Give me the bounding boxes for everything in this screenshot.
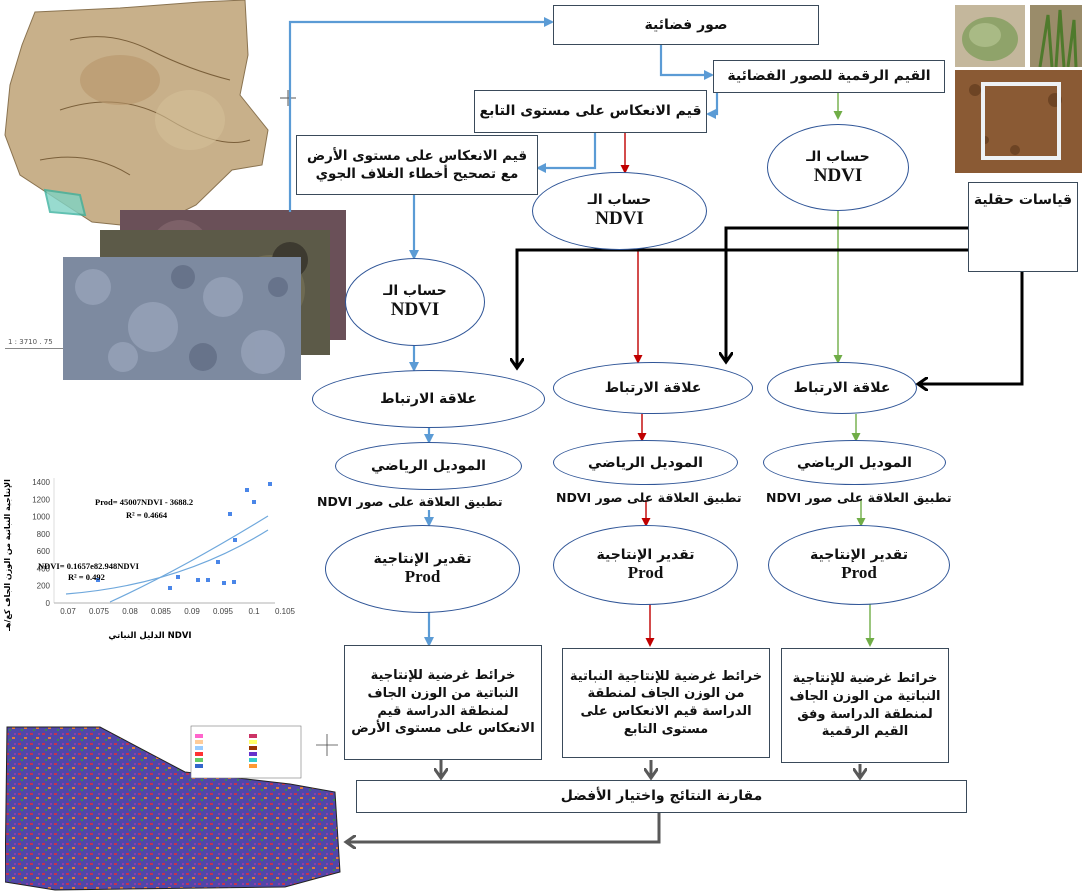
- node-correlation-label: علاقة الارتباط: [604, 380, 702, 396]
- node-math-model-label: الموديل الرياضي: [796, 454, 912, 471]
- node-map-digital: خرائط غرضية للإنتاجية النباتية من الوزن …: [781, 648, 949, 763]
- node-compare-results: مقارنة النتائج واختيار الأفضل: [356, 780, 967, 813]
- scatter-ytick: 1200: [32, 495, 50, 504]
- scatter-xtick: 0.085: [151, 607, 172, 616]
- scatter-xtick: 0.1: [248, 607, 260, 616]
- field-photo-shrub: [955, 5, 1025, 67]
- node-productivity-label: تقدير الإنتاجية: [373, 551, 472, 567]
- node-ndvi-calc-sensor: حساب الـ NDVI: [532, 172, 707, 250]
- scatter-plot-inset: الإنتاجية النباتية من الوزن الجاف كغ/هـ …: [0, 460, 300, 645]
- node-math-model-sensor: الموديل الرياضي: [553, 440, 738, 485]
- scatter-xlabel: الدليل النباتي NDVI: [108, 631, 191, 641]
- productivity-result-map: [5, 722, 343, 892]
- node-prod-label: Prod: [841, 563, 877, 582]
- node-prod-label: Prod: [404, 567, 441, 586]
- node-field-measurements: قياسات حقلية: [968, 182, 1078, 272]
- node-math-model-ground: الموديل الرياضي: [335, 442, 522, 490]
- field-photo-quadrat: [955, 70, 1082, 173]
- node-productivity-label: تقدير الإنتاجية: [809, 547, 908, 563]
- node-ndvi-label: NDVI: [595, 208, 644, 229]
- node-sensor-reflectance: قيم الانعكاس على مستوى التابع: [474, 90, 707, 133]
- scatter-ytick: 0: [46, 599, 51, 608]
- node-map-ground: خرائط غرضية للإنتاجية النباتية من الوزن …: [344, 645, 542, 760]
- node-ndvi-calc-label: حساب الـ: [587, 192, 652, 208]
- scatter-ytick: 600: [37, 547, 51, 556]
- scatter-xtick: 0.09: [184, 607, 200, 616]
- scale-line: [5, 348, 63, 349]
- scatter-ytick: 1400: [32, 478, 50, 487]
- node-productivity-label: تقدير الإنتاجية: [596, 547, 695, 563]
- syria-map-image: [0, 0, 300, 235]
- node-ndvi-calc-ground: حساب الـ NDVI: [345, 258, 485, 346]
- node-ndvi-calc-digital: حساب الـ NDVI: [767, 124, 909, 211]
- scatter-ytick: 1000: [32, 513, 50, 522]
- scatter-ytick: 200: [37, 582, 51, 591]
- scatter-eq1: Prod= 45007NDVI - 3688.2: [95, 497, 193, 507]
- node-ground-reflectance: قيم الانعكاس على مستوى الأرض مع تصحيح أخ…: [296, 135, 538, 195]
- node-satellite-images: صور فضائية: [553, 5, 819, 45]
- node-ndvi-calc-label: حساب الـ: [806, 148, 870, 165]
- node-math-model-label: الموديل الرياضي: [370, 458, 486, 474]
- node-prod-label: Prod: [627, 563, 664, 582]
- node-correlation-label: علاقة الارتباط: [793, 380, 891, 396]
- scatter-xtick: 0.075: [89, 607, 110, 616]
- node-correlation-ground: علاقة الارتباط: [312, 370, 545, 428]
- node-ndvi-label: NDVI: [390, 299, 440, 320]
- scatter-r2-1: R² = 0.4664: [126, 510, 168, 520]
- node-math-model-digital: الموديل الرياضي: [763, 440, 946, 485]
- scatter-xtick: 0.095: [213, 607, 234, 616]
- node-map-sensor: خرائط غرضية للإنتاجية النباتية من الوزن …: [562, 648, 770, 758]
- node-digital-values: القيم الرقمية للصور الفضائية: [713, 60, 945, 93]
- satellite-scene-front: [63, 257, 301, 380]
- scatter-ytick: 800: [37, 530, 51, 539]
- node-correlation-sensor: علاقة الارتباط: [553, 362, 753, 414]
- scatter-xtick: 0.08: [122, 607, 138, 616]
- apply-relation-ground: تطبيق العلاقة على صور NDVI: [317, 494, 503, 509]
- scatter-eq2: NDVI= 0.1657e82.948NDVI: [38, 561, 140, 571]
- node-correlation-digital: علاقة الارتباط: [767, 362, 917, 414]
- apply-relation-digital: تطبيق العلاقة على صور NDVI: [766, 490, 952, 505]
- field-photo-grass: [1030, 5, 1082, 67]
- node-math-model-label: الموديل الرياضي: [587, 454, 703, 471]
- node-correlation-label: علاقة الارتباط: [380, 391, 477, 407]
- scatter-ylabel: الإنتاجية النباتية من الوزن الجاف كغ/هـ: [3, 479, 12, 632]
- scatter-r2-2: R² = 0.492: [68, 572, 105, 582]
- scatter-xtick: 0.07: [60, 607, 76, 616]
- node-productivity-ground: تقدير الإنتاجية Prod: [325, 525, 520, 613]
- node-ndvi-label: NDVI: [813, 164, 863, 186]
- scatter-xtick: 0.105: [275, 607, 296, 616]
- node-productivity-digital: تقدير الإنتاجية Prod: [768, 525, 950, 605]
- scatter-ytick: 400: [37, 564, 51, 573]
- scale-label: 1 : 3710 . 75: [8, 338, 53, 346]
- node-productivity-sensor: تقدير الإنتاجية Prod: [553, 525, 738, 605]
- node-ndvi-calc-label: حساب الـ: [383, 283, 447, 299]
- apply-relation-sensor: تطبيق العلاقة على صور NDVI: [556, 490, 742, 505]
